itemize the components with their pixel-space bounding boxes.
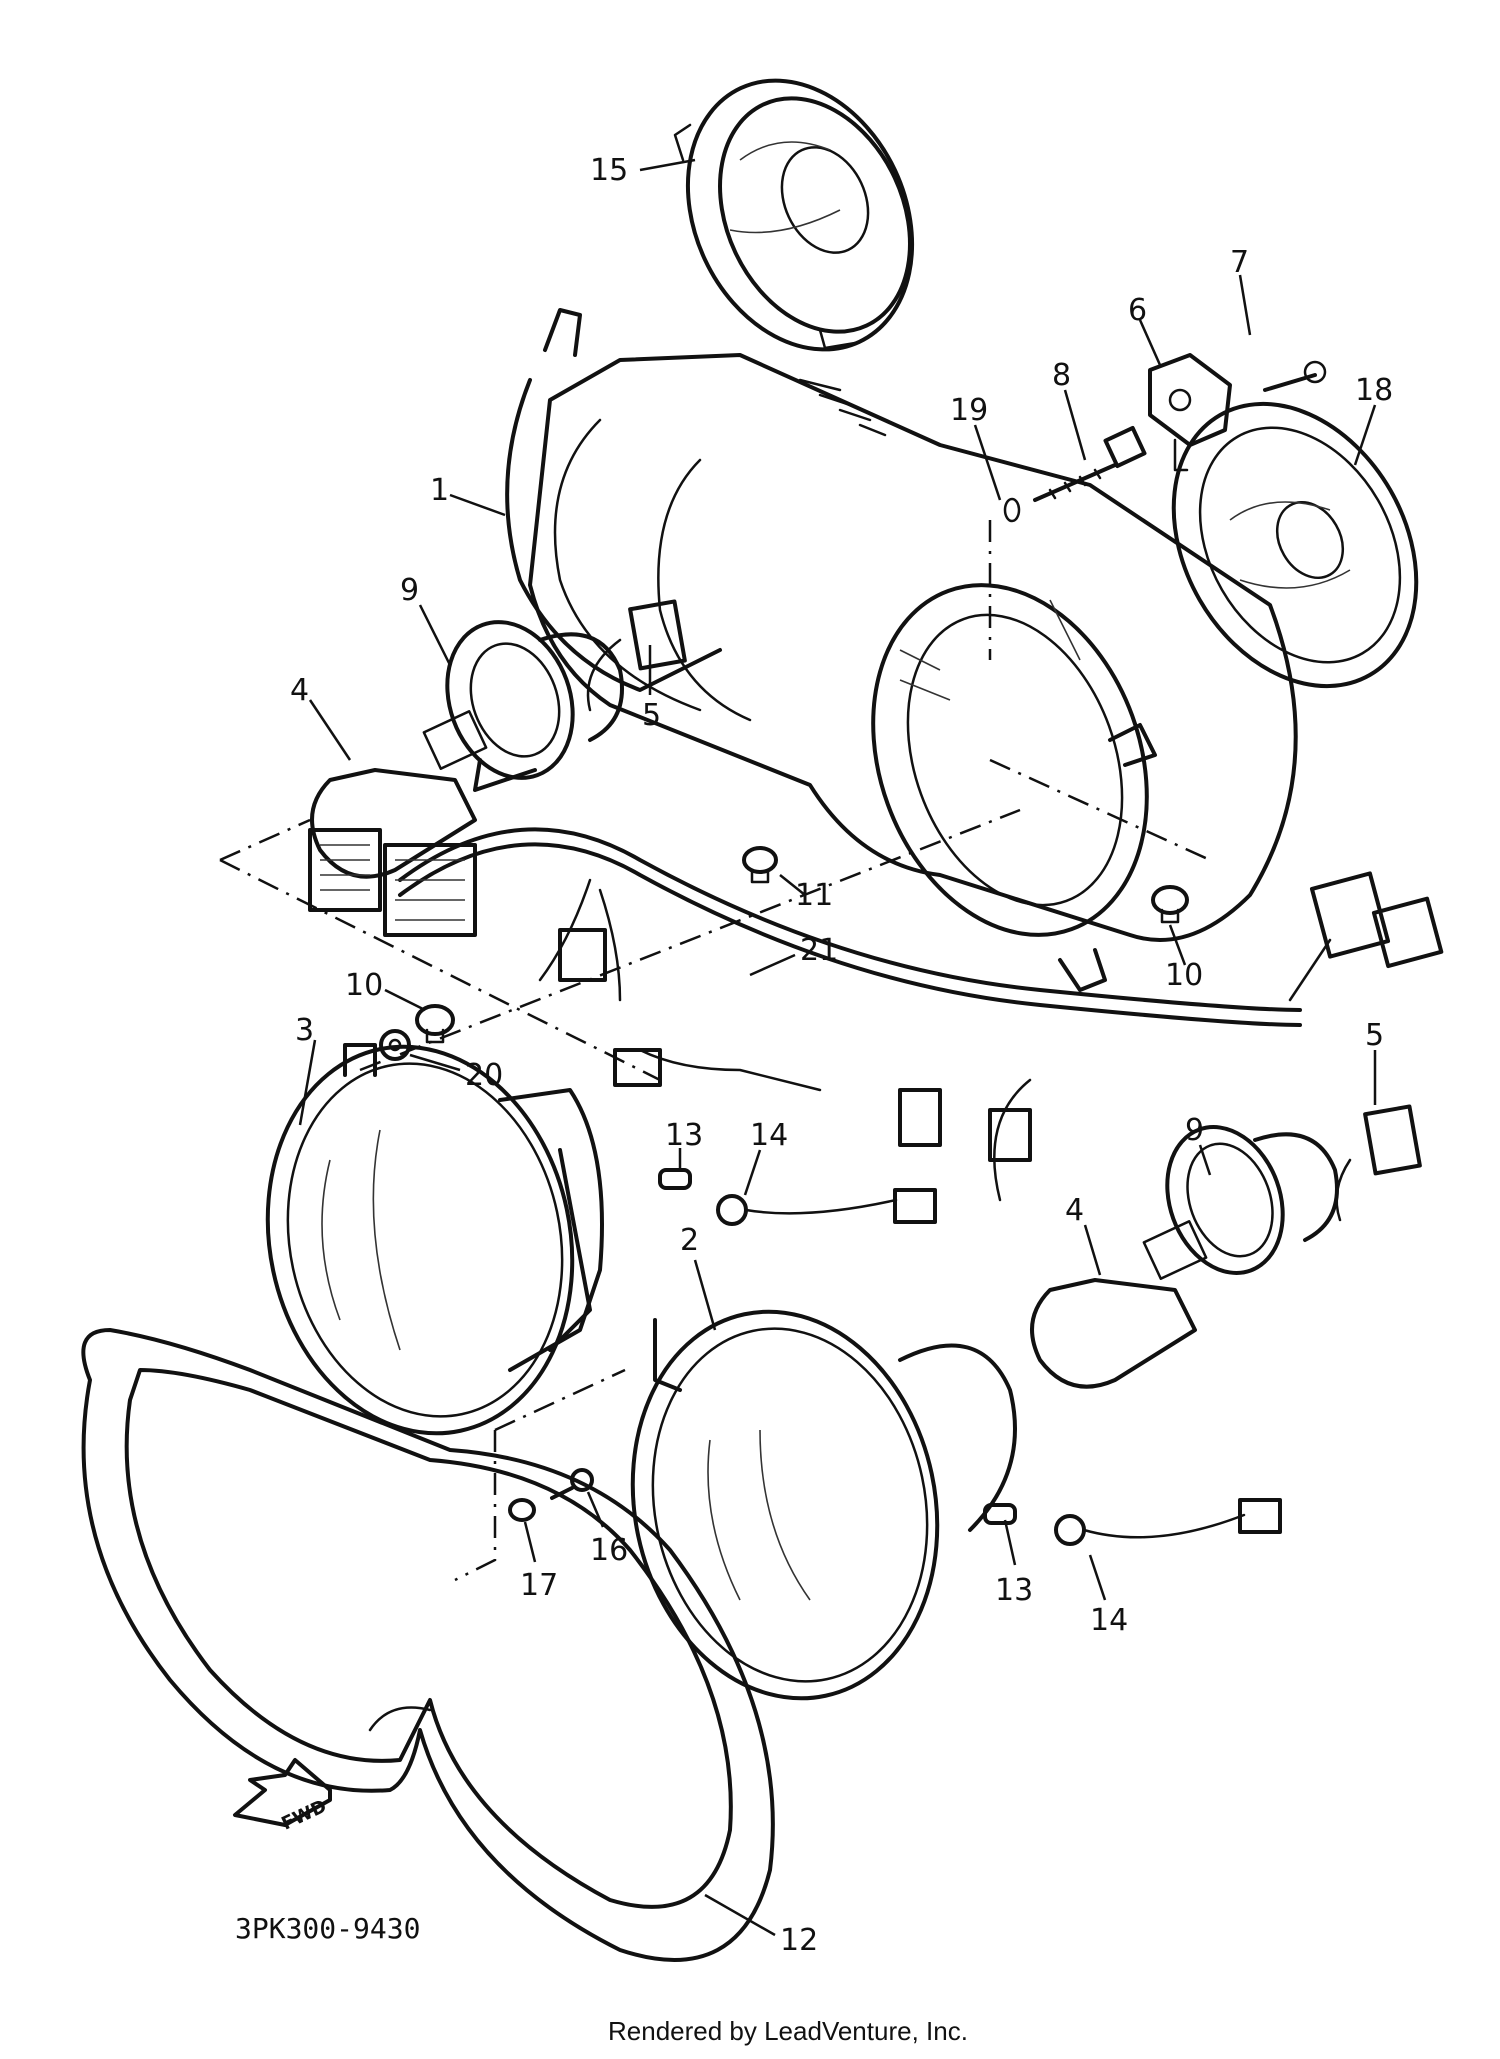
fwd-label: FWD <box>278 1796 330 1835</box>
callout-6: 6 <box>1128 293 1147 328</box>
callout-7: 7 <box>1230 245 1249 280</box>
part-11-grommet <box>742 846 778 884</box>
callout-19: 19 <box>950 393 988 428</box>
callout-17: 17 <box>520 1568 558 1603</box>
callout-4-upper: 4 <box>290 673 309 708</box>
callouts: 15 1 9 4 5 6 7 8 19 18 11 10 10 3 20 21 … <box>290 153 1393 1958</box>
callout-18: 18 <box>1355 373 1393 408</box>
callout-16: 16 <box>590 1533 628 1568</box>
part-code: 3PK300-9430 <box>235 1912 420 1945</box>
part-12-rim <box>81 1328 775 1962</box>
callout-15: 15 <box>590 153 628 188</box>
part-17-nut <box>508 1498 536 1522</box>
part-9-socket-upper <box>445 620 624 792</box>
part-15-cover <box>673 78 915 352</box>
callout-11: 11 <box>795 878 833 913</box>
part-19-spring <box>1003 497 1021 523</box>
callout-5-lower: 5 <box>1365 1018 1384 1053</box>
part-14-socket-lower <box>1054 1498 1282 1546</box>
callout-20: 20 <box>465 1058 503 1093</box>
part-13-bulb-pilot-upper <box>658 1168 692 1190</box>
callout-21: 21 <box>800 933 838 968</box>
part-6-bracket <box>1148 353 1232 472</box>
part-21-harness <box>398 827 1302 1202</box>
part-5-connector-upper <box>586 599 687 712</box>
harness-connector-left <box>308 828 477 937</box>
part-8-adjust-screw <box>1033 425 1147 502</box>
part-2-headlight-unit-right <box>630 1309 1017 1701</box>
part-5-connector-lower <box>1335 1104 1422 1222</box>
part-9-socket-lower <box>1165 1125 1339 1275</box>
part-4-bulb-lower <box>1030 1220 1208 1389</box>
part-10-grommet-right <box>1151 885 1189 924</box>
leader-lines <box>298 158 1377 1937</box>
part-3-headlight-unit-left <box>265 1043 604 1436</box>
part-13-bulb-pilot-lower <box>983 1503 1017 1525</box>
callout-5-upper: 5 <box>642 698 661 733</box>
callout-8: 8 <box>1052 358 1071 393</box>
part-1-housing <box>505 308 1298 992</box>
callout-2: 2 <box>680 1223 699 1258</box>
part-14-socket-upper <box>716 1188 937 1226</box>
callout-13-upper: 13 <box>665 1118 703 1153</box>
part-4-bulb-upper <box>310 710 488 879</box>
callout-3: 3 <box>295 1013 314 1048</box>
callout-14-lower: 14 <box>1090 1603 1128 1638</box>
callout-1: 1 <box>430 473 449 508</box>
callout-12: 12 <box>780 1923 818 1958</box>
callout-4-lower: 4 <box>1065 1193 1084 1228</box>
callout-13-lower: 13 <box>995 1573 1033 1608</box>
part-18-reflector <box>1171 401 1419 689</box>
callout-9-upper: 9 <box>400 573 419 608</box>
callout-10-left: 10 <box>345 968 383 1003</box>
assembly-lines <box>219 520 1211 1582</box>
callout-10-right: 10 <box>1165 958 1203 993</box>
footer-credit: Rendered by LeadVenture, Inc. <box>608 2016 968 2046</box>
part-7-screw <box>1263 360 1327 392</box>
harness-connector-right <box>1288 871 1444 1002</box>
callout-9-lower: 9 <box>1185 1113 1204 1148</box>
callout-14-upper: 14 <box>750 1118 788 1153</box>
